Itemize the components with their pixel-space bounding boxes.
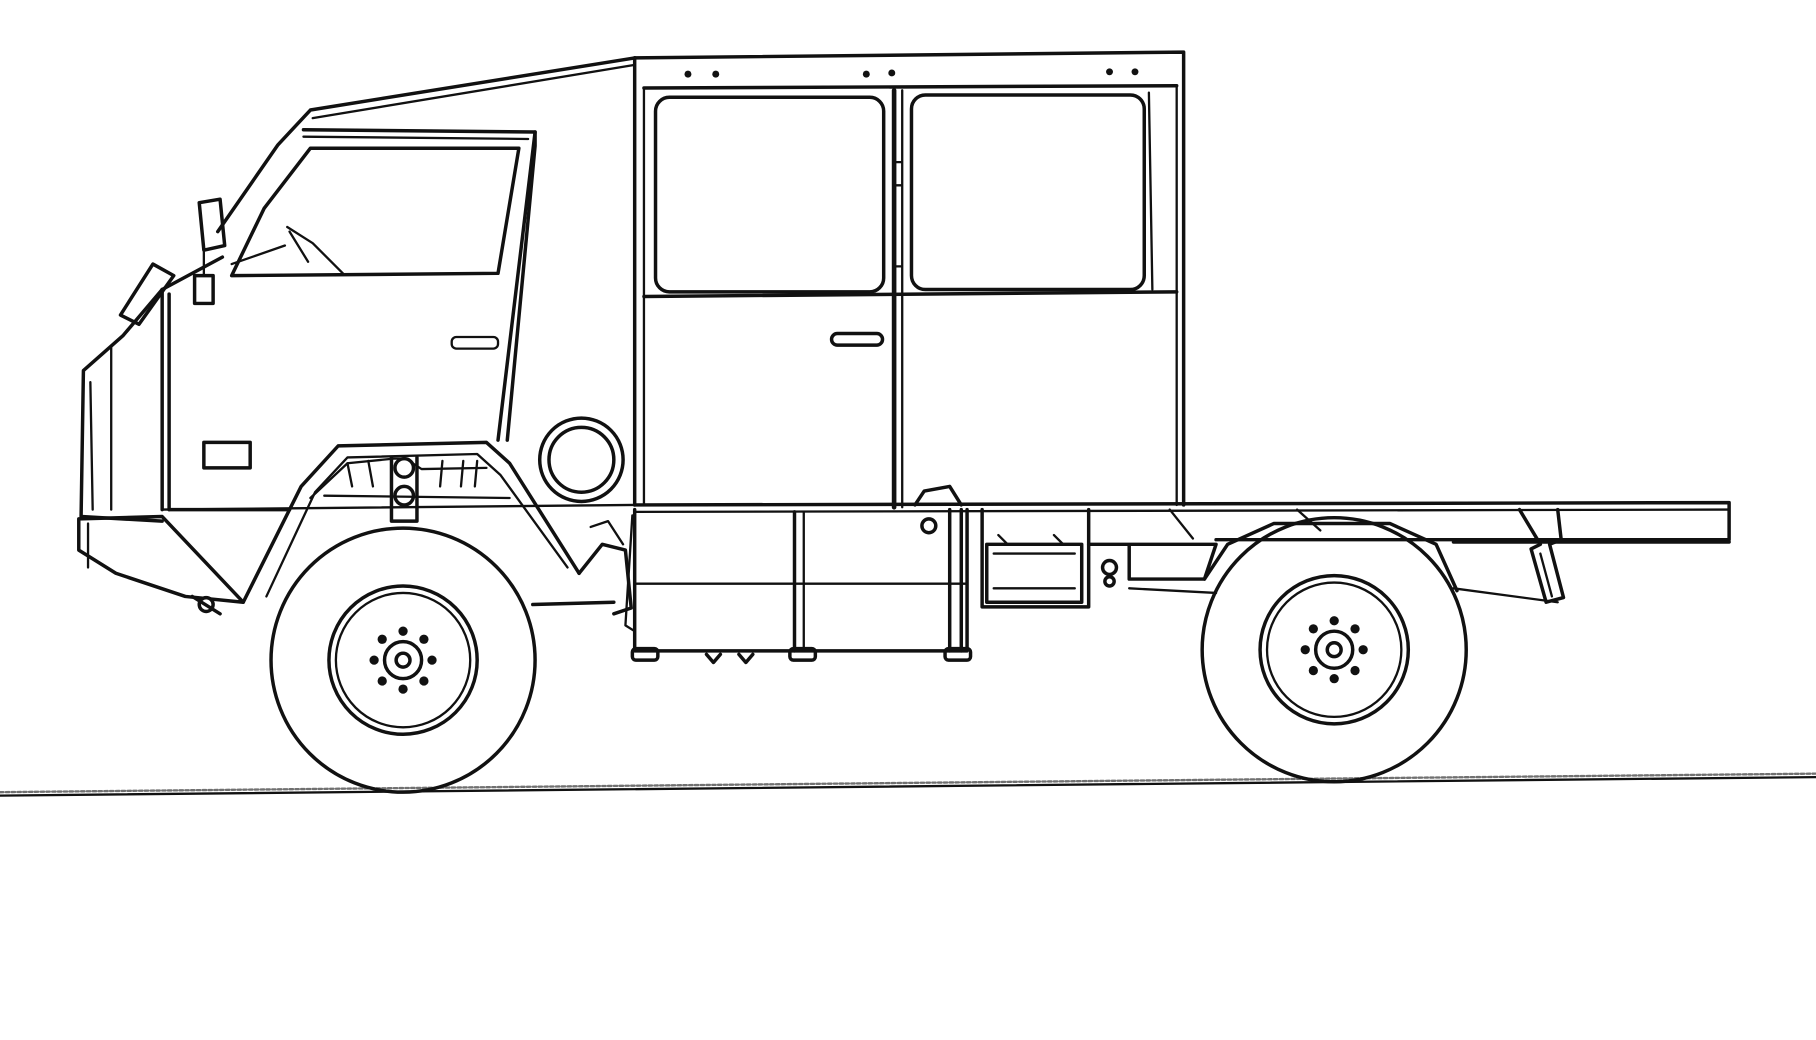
front-wheel-arch	[241, 440, 581, 604]
battery-box	[980, 507, 1119, 609]
spare-wheel	[537, 416, 625, 504]
front-wheel	[269, 526, 537, 794]
chassis-frame	[632, 500, 1731, 604]
front-suspension	[531, 520, 633, 616]
front-cab	[160, 56, 637, 512]
front-nose	[79, 197, 227, 523]
front-bumper	[77, 514, 245, 616]
rear-wheel	[1200, 515, 1468, 784]
rear-wheel-arch	[1202, 521, 1459, 593]
ground-line	[0, 772, 1816, 797]
side-storage-boxes	[624, 484, 973, 665]
rear-bracket	[1517, 507, 1566, 604]
rear-cab	[632, 50, 1186, 510]
